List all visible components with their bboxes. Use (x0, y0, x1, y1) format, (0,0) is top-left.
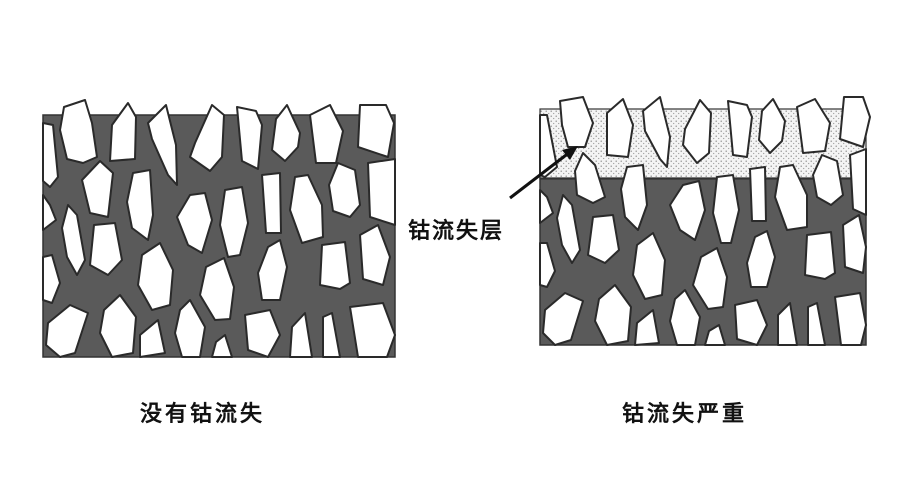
right-panel-severe-cobalt-loss (535, 85, 875, 355)
caption-severe-cobalt-loss: 钴流失严重 (622, 401, 748, 427)
microstructure-no-loss (42, 99, 396, 358)
carbide-grains (42, 99, 396, 358)
cobalt-leached-layer-label: 钴流失层 (408, 218, 505, 244)
caption-no-cobalt-loss: 没有钴流失 (140, 401, 266, 427)
microstructure-severe-loss (539, 96, 871, 346)
carbide-grains (539, 96, 871, 346)
left-panel-no-cobalt-loss (40, 95, 400, 360)
